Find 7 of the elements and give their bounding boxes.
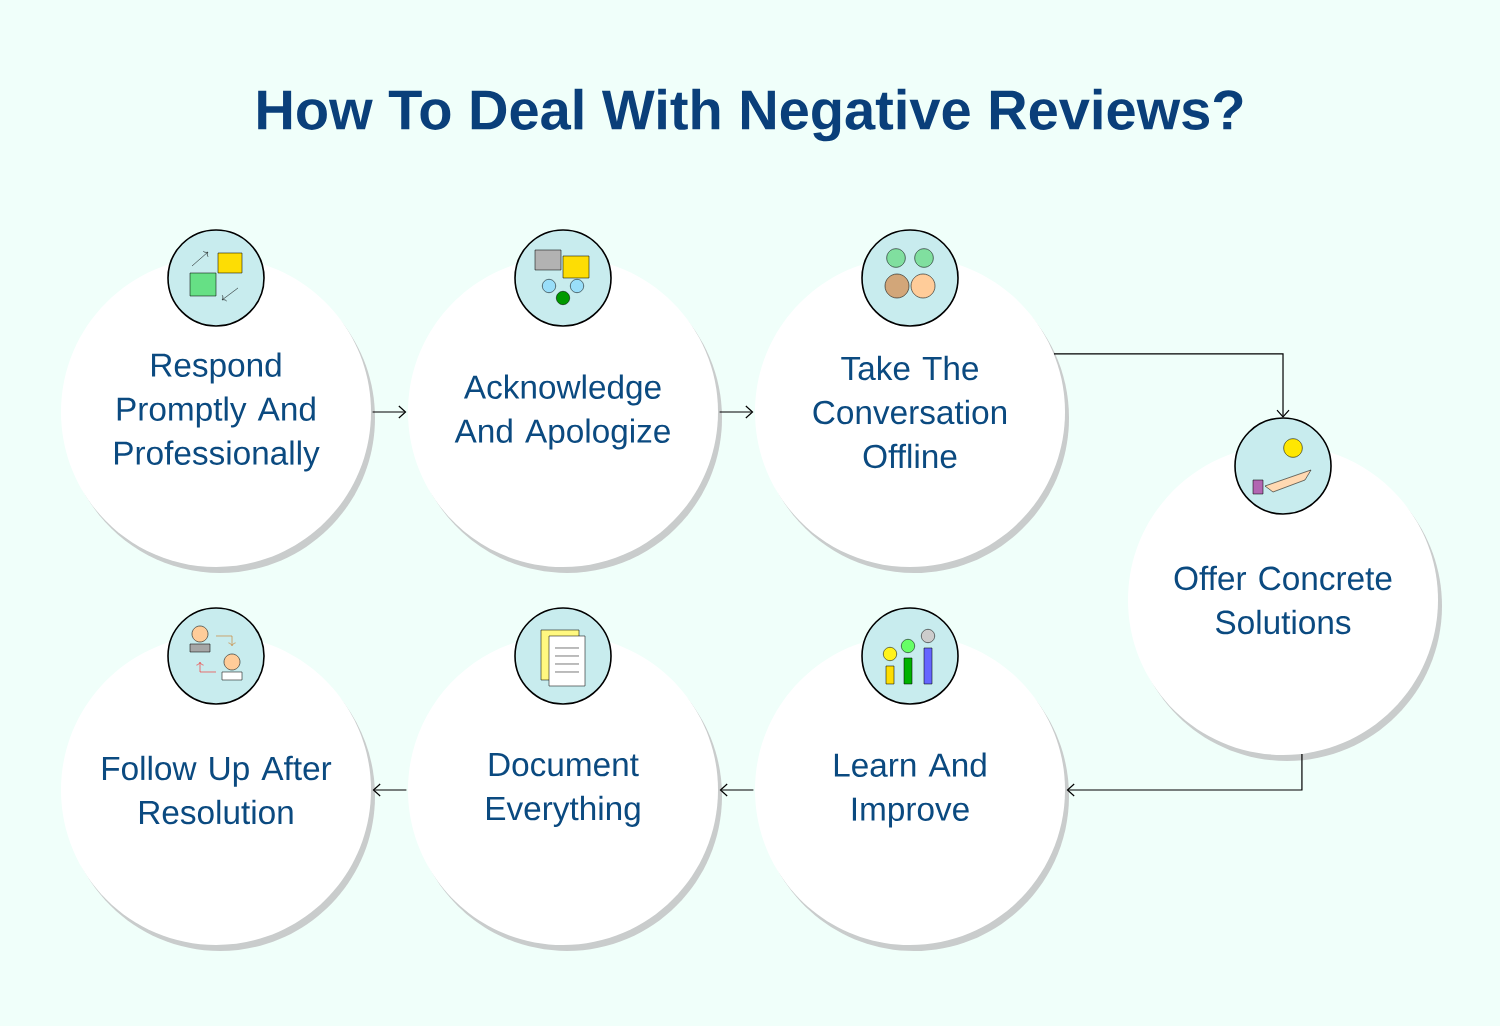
arrow — [719, 405, 754, 419]
arrow — [719, 783, 754, 797]
arrow — [372, 405, 407, 419]
title: How To Deal With Negative Reviews? — [258, 88, 1243, 142]
arrow — [372, 783, 407, 797]
arrow — [1066, 753, 1303, 797]
arrow — [1053, 353, 1290, 418]
